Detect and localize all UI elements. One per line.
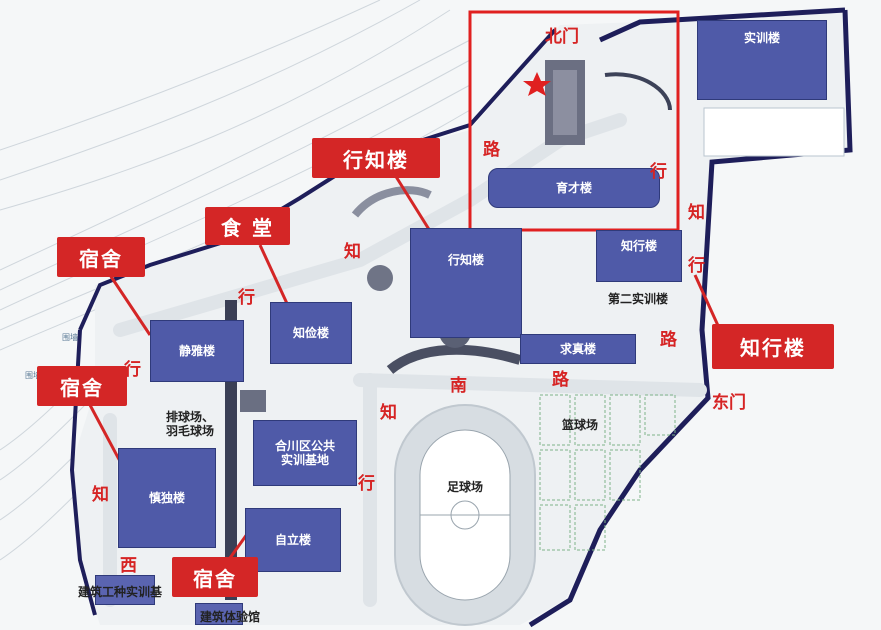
- north-gate-highlight-box: [468, 10, 680, 232]
- north-pond: [604, 72, 672, 111]
- road-label-zhi-mid: 知: [344, 242, 361, 262]
- building-dier-shixun-label[interactable]: 第二实训楼: [607, 292, 668, 306]
- building-jingya[interactable]: 静雅楼: [150, 320, 244, 382]
- walkway-node: [240, 390, 266, 412]
- building-qiuzhen[interactable]: 求真楼: [520, 334, 636, 364]
- building-shendu[interactable]: 慎独楼: [118, 448, 216, 548]
- building-zhixing-label: 知行楼: [620, 239, 657, 253]
- building-jianzhu-tiyuguan-label[interactable]: 建筑体验馆: [199, 610, 260, 624]
- road-label-xing-east-2: 行: [688, 256, 705, 276]
- roundabout: [367, 265, 393, 291]
- building-zhijian[interactable]: 知俭楼: [270, 302, 352, 364]
- building-hechuan[interactable]: 合川区公共实训基地: [253, 420, 357, 486]
- callout-zhixing[interactable]: 知行楼: [712, 324, 834, 369]
- court-paiqiu-line1: 排球场、: [165, 410, 214, 424]
- building-jianzhu-tiyuguan-block: [195, 603, 243, 625]
- road-label-zhi-west: 知: [92, 485, 109, 505]
- building-jianzhu-gongzhong-block: [95, 575, 155, 605]
- court-lanqiu-label[interactable]: 篮球场: [561, 418, 598, 432]
- road-label-nan: 南: [450, 376, 467, 396]
- field-zuqiu-label[interactable]: 足球场: [446, 480, 483, 494]
- road-label-zhi-south: 知: [380, 403, 397, 423]
- callout-sushe-1[interactable]: 宿舍: [57, 237, 145, 277]
- building-jianzhu-gongzhong-label[interactable]: 建筑工种实训基: [77, 585, 162, 599]
- building-hechuan-line2: 实训基地: [280, 453, 329, 467]
- building-hechuan-line1: 合川区公共: [274, 439, 335, 453]
- callout-shitang[interactable]: 食 堂: [205, 207, 290, 245]
- callout-sushe-2[interactable]: 宿舍: [37, 366, 127, 406]
- road-label-xing-mid: 行: [238, 288, 255, 308]
- wall-label-1: 围墙: [62, 333, 78, 342]
- road-label-lu-east: 路: [660, 330, 677, 350]
- wall-label-2: 围墙: [25, 371, 41, 380]
- boundary-wall-north: [598, 7, 846, 43]
- building-xingzhi-label: 行知楼: [447, 253, 484, 267]
- east-field: [703, 107, 845, 157]
- north-arc: [351, 186, 432, 218]
- court-paiqiu-line2: 羽毛球场: [165, 424, 214, 438]
- road-label-xing-east: 行: [650, 162, 667, 182]
- building-zhijian-label: 知俭楼: [292, 326, 329, 340]
- building-shendu-label: 慎独楼: [148, 491, 185, 505]
- building-qiuzhen-label: 求真楼: [559, 342, 596, 356]
- building-zili-label: 自立楼: [274, 533, 311, 547]
- building-shixun-label: 实训楼: [743, 31, 780, 45]
- north-gate-label[interactable]: 北门: [545, 27, 579, 47]
- field-center-circle: [450, 500, 480, 530]
- building-zhixing[interactable]: 知行楼: [596, 230, 682, 282]
- road-label-zhi-east: 知: [688, 203, 705, 223]
- north-gate-star-icon: [523, 72, 551, 96]
- callout-sushe-3[interactable]: 宿舍: [172, 557, 258, 597]
- basketball-courts: [539, 394, 676, 551]
- walkway-south-arc: [386, 344, 522, 374]
- callout-xingzhi[interactable]: 行知楼: [312, 138, 440, 178]
- north-gate-plaza-inner: [553, 70, 577, 135]
- east-gate-label[interactable]: 东门: [712, 393, 746, 413]
- road-label-lu-north: 路: [483, 140, 500, 160]
- building-shixun[interactable]: 实训楼: [697, 20, 827, 100]
- building-jingya-label: 静雅楼: [178, 344, 215, 358]
- road-label-xing-jingya: 行: [124, 360, 141, 380]
- road-label-xi-west: 西: [120, 556, 137, 576]
- court-paiqiu[interactable]: 排球场、羽毛球场: [150, 410, 230, 438]
- road-label-lu-south: 路: [552, 370, 569, 390]
- building-yucai-label: 育才楼: [555, 181, 592, 195]
- building-zili[interactable]: 自立楼: [245, 508, 341, 572]
- building-xingzhi[interactable]: 行知楼: [410, 228, 522, 338]
- building-yucai[interactable]: 育才楼: [488, 168, 660, 208]
- road-label-xing-south: 行: [358, 474, 375, 494]
